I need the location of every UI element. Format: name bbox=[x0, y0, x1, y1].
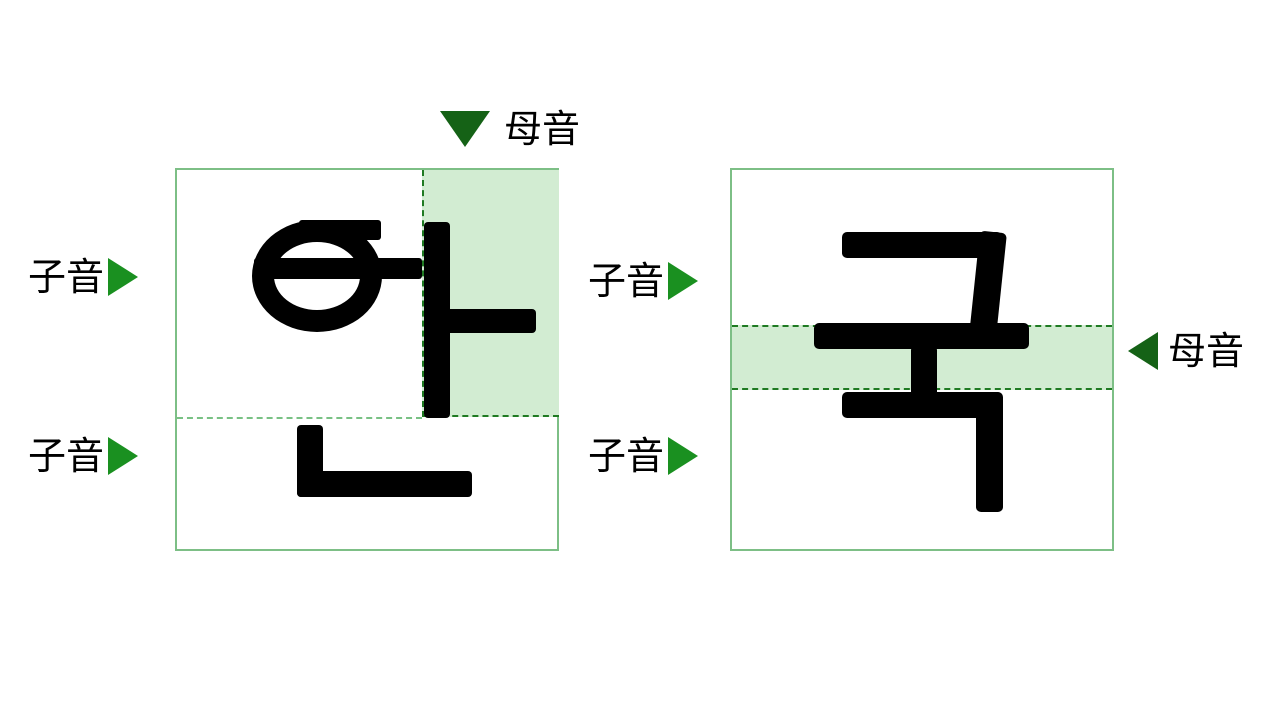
jamo-a bbox=[424, 222, 544, 418]
han-initial-consonant-label: 子音 bbox=[28, 255, 105, 299]
guk-initial-consonant-label: 子音 bbox=[588, 259, 665, 303]
triangle-right-icon bbox=[668, 437, 699, 475]
giyeok-final-stroke-horizontal bbox=[842, 392, 1002, 418]
a-stroke-horizontal bbox=[446, 309, 536, 333]
guk-initial-consonant-annotation: 子音 bbox=[588, 259, 699, 303]
triangle-right-icon bbox=[108, 258, 139, 296]
a-stroke-vertical bbox=[424, 222, 450, 418]
triangle-down-icon bbox=[440, 111, 490, 147]
hieut-stroke-bar bbox=[254, 258, 422, 279]
jamo-giyeok-initial bbox=[842, 230, 1007, 338]
jamo-giyeok-final bbox=[842, 392, 1007, 512]
giyeok-final-stroke-leg bbox=[976, 392, 1003, 512]
guk-vowel-annotation: 母音 bbox=[1128, 332, 1244, 370]
han-vowel-label: 母音 bbox=[504, 107, 581, 151]
han-vowel-annotation: 母音 bbox=[440, 110, 580, 148]
syllable-box-guk bbox=[730, 168, 1114, 551]
han-initial-consonant-annotation: 子音 bbox=[28, 255, 139, 299]
han-final-consonant-annotation: 子音 bbox=[28, 434, 139, 478]
guk-final-consonant-label: 子音 bbox=[588, 434, 665, 478]
u-stroke-horizontal bbox=[814, 323, 1029, 349]
triangle-right-icon bbox=[108, 437, 139, 475]
nieun-stroke-horizontal bbox=[297, 471, 472, 497]
jamo-hieut bbox=[252, 220, 427, 410]
giyeok-initial-stroke-horizontal bbox=[842, 232, 1002, 258]
guk-vowel-label: 母音 bbox=[1168, 329, 1245, 373]
hieut-stroke-top bbox=[299, 220, 381, 240]
syllable-box-han bbox=[175, 168, 559, 551]
divider-horizontal-han bbox=[177, 417, 422, 419]
jamo-nieun bbox=[297, 425, 472, 497]
triangle-left-icon bbox=[1128, 332, 1158, 370]
triangle-right-icon bbox=[668, 262, 699, 300]
guk-final-consonant-annotation: 子音 bbox=[588, 434, 699, 478]
han-final-consonant-label: 子音 bbox=[28, 434, 105, 478]
